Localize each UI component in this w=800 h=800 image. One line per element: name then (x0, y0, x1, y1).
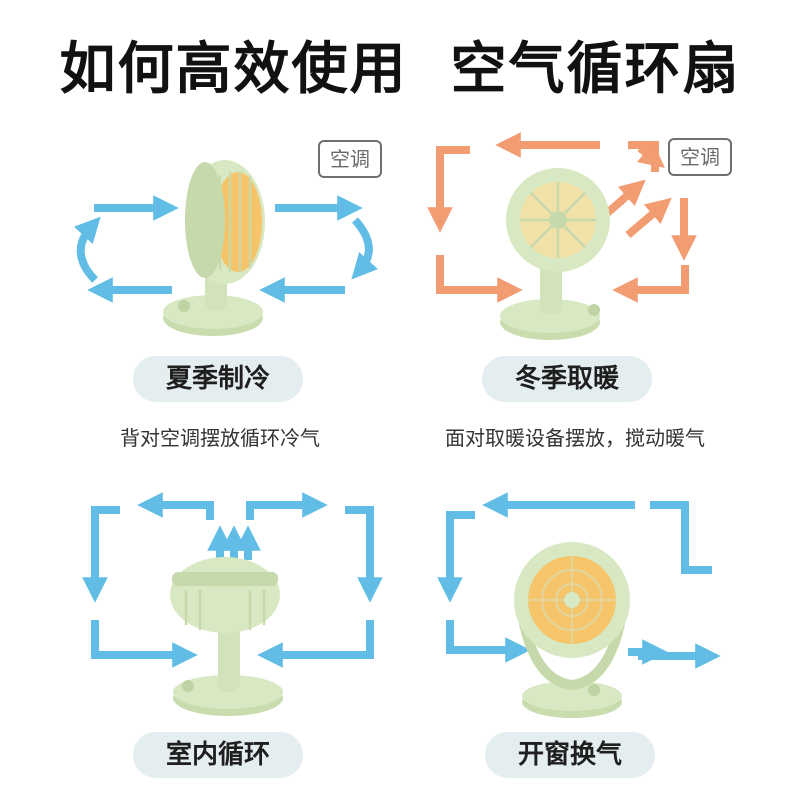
mode-label-window-ventilation: 开窗换气 (485, 732, 655, 778)
cool-airflow-arrow-icon (82, 492, 383, 668)
fan-illustration (170, 557, 283, 716)
cool-airflow-arrow-icon (437, 492, 721, 669)
fan-front-heating-illustration (427, 132, 697, 340)
page-title: 如何高效使用 空气循环扇 (59, 37, 741, 102)
panel-winter-heating: 空调 冬季取暖 面对取暖设备摆放，搅动暖气 (400, 120, 800, 450)
fan-ventilation-illustration (437, 492, 721, 718)
cool-airflow-arrow-icon (73, 195, 379, 303)
fan-illustration (163, 160, 265, 336)
panel-summer-cooling: 空调 夏季制冷 背对空调摆放循环冷气 (0, 120, 400, 450)
air-conditioner-tag: 空调 (668, 138, 732, 176)
warm-airflow-arrow-icon (427, 132, 697, 303)
mode-caption-winter-heating: 面对取暖设备摆放，搅动暖气 (445, 426, 705, 450)
fan-back-view-illustration (73, 160, 379, 336)
fan-illustration (514, 542, 630, 718)
mode-label-indoor-circulation: 室内循环 (133, 732, 303, 778)
air-conditioner-tag: 空调 (318, 140, 382, 178)
mode-caption-summer-cooling: 背对空调摆放循环冷气 (120, 426, 320, 450)
fan-illustration (500, 168, 610, 340)
mode-label-summer-cooling: 夏季制冷 (133, 356, 303, 402)
mode-label-winter-heating: 冬季取暖 (482, 356, 652, 402)
panel-window-ventilation: 开窗换气 (400, 480, 800, 800)
fan-upward-illustration (82, 492, 383, 716)
panel-indoor-circulation: 室内循环 (0, 480, 400, 800)
